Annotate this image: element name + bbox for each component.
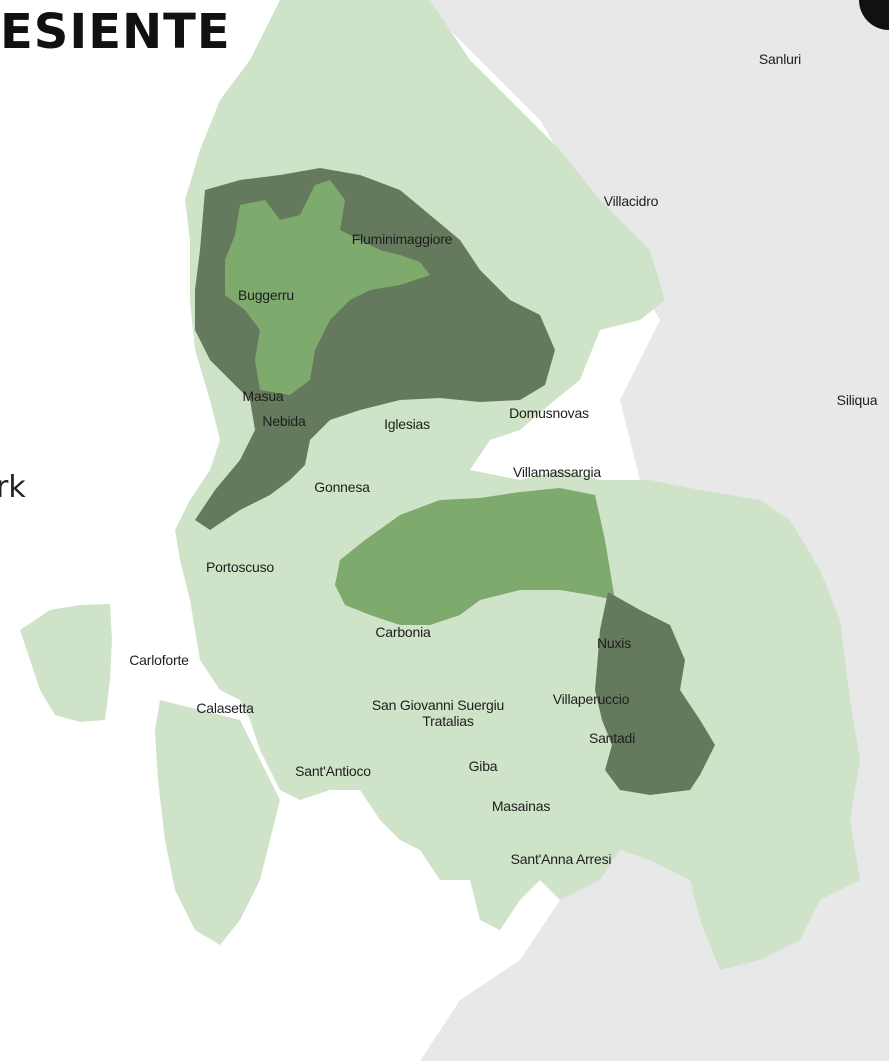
map-title: ESIENTE: [0, 4, 231, 60]
label-fluminimaggiore: Fluminimaggiore: [351, 231, 453, 247]
side-text-fragment: rk: [0, 470, 26, 505]
label-gonnesa: Gonnesa: [314, 479, 370, 495]
label-nebida: Nebida: [262, 413, 306, 429]
label-santadi: Santadi: [588, 730, 636, 746]
region-mid-carbonia: [335, 488, 615, 625]
label-santantioco: Sant'Antioco: [295, 763, 371, 779]
region-mid-north: [225, 180, 430, 395]
label-nuxis: Nuxis: [596, 635, 632, 651]
label-masua: Masua: [242, 388, 284, 404]
label-calasetta: Calasetta: [196, 700, 254, 716]
label-giba: Giba: [468, 758, 498, 774]
label-santanna-arresi: Sant'Anna Arresi: [510, 851, 612, 867]
label-carbonia: Carbonia: [375, 624, 431, 640]
label-iglesias: Iglesias: [384, 416, 430, 432]
label-masainas: Masainas: [491, 798, 551, 814]
label-sanluri: Sanluri: [758, 51, 802, 67]
label-villamassargia: Villamassargia: [513, 464, 601, 480]
label-carloforte: Carloforte: [129, 652, 189, 668]
region-light-santantioco: [155, 700, 280, 945]
label-villacidro: Villacidro: [603, 193, 659, 209]
label-domusnovas: Domusnovas: [509, 405, 589, 421]
label-siliqua: Siliqua: [836, 392, 878, 408]
region-dark-santadi: [595, 592, 715, 795]
region-light-sanpietro: [20, 604, 112, 722]
label-villaperuccio: Villaperuccio: [552, 691, 630, 707]
label-tratalias: Tratalias: [422, 713, 474, 729]
label-portoscuso: Portoscuso: [205, 559, 275, 575]
label-san-giovanni-suergiu: San Giovanni Suergiu: [371, 697, 505, 713]
label-buggerru: Buggerru: [238, 287, 294, 303]
